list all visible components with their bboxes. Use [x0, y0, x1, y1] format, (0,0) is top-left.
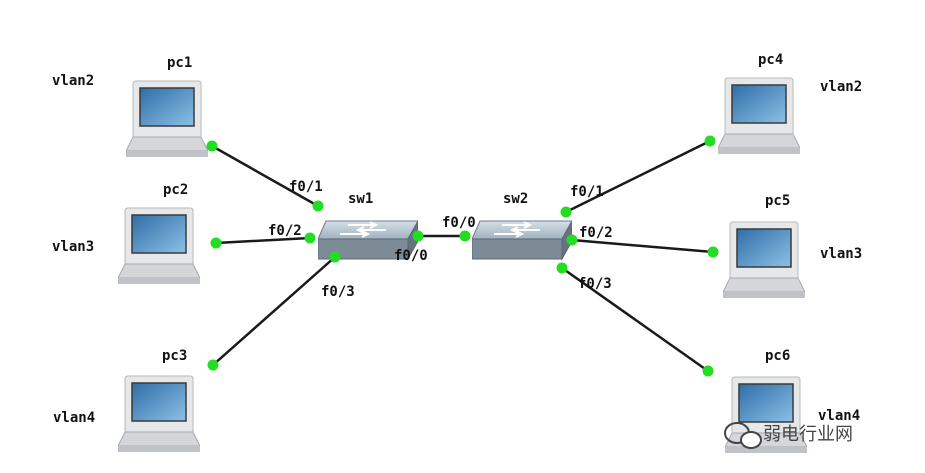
- wechat-icon: [724, 422, 762, 449]
- link-pc2-sw1: [215, 236, 311, 245]
- port-dot-sw2-f0-1: [560, 206, 572, 218]
- watermark: 弱电行业网: [724, 422, 853, 449]
- switch-label-sw1: sw1: [348, 191, 373, 207]
- port-dot-sw1-f0-2: [304, 232, 316, 244]
- vlan-label-pc2: vlan3: [52, 239, 94, 255]
- vlan-label-pc6: vlan4: [818, 408, 860, 424]
- port-label-sw2-f0-2: f0/2: [579, 225, 613, 241]
- link-pc3-sw1: [212, 256, 336, 366]
- pc-label-pc6: pc6: [765, 348, 790, 364]
- port-dot-sw1-f0-1: [312, 200, 324, 212]
- links-layer: [211, 139, 714, 373]
- pc-dot-pc5: [707, 246, 719, 258]
- port-label-sw2-f0-3: f0/3: [578, 276, 612, 292]
- pc-label-pc3: pc3: [162, 348, 187, 364]
- switch-label-sw2: sw2: [503, 191, 528, 207]
- laptop-icon-pc2[interactable]: [118, 207, 200, 285]
- pc-label-pc4: pc4: [758, 52, 783, 68]
- port-dot-sw1-f0-3: [329, 251, 341, 263]
- port-dot-sw2-f0-0: [459, 230, 471, 242]
- pc-label-pc5: pc5: [765, 193, 790, 209]
- nodes-layer: [118, 77, 807, 454]
- pc-dot-pc2: [210, 237, 222, 249]
- port-label-sw1-f0-3: f0/3: [321, 284, 355, 300]
- port-label-sw1-f0-1: f0/1: [289, 179, 323, 195]
- port-label-sw1-f0-2: f0/2: [268, 223, 302, 239]
- pc-dot-pc1: [206, 140, 218, 152]
- vlan-label-pc1: vlan2: [52, 73, 94, 89]
- pc-dot-pc3: [207, 359, 219, 371]
- pc-label-pc1: pc1: [167, 55, 192, 71]
- pc-label-pc2: pc2: [163, 182, 188, 198]
- vlan-label-pc5: vlan3: [820, 246, 862, 262]
- vlan-label-pc3: vlan4: [53, 410, 95, 426]
- laptop-icon-pc3[interactable]: [118, 375, 200, 453]
- port-label-sw2-f0-1: f0/1: [570, 184, 604, 200]
- link-pc1-sw1: [211, 144, 319, 208]
- endpoints-layer: [206, 135, 719, 377]
- labels-layer: pc1 vlan2 pc2 vlan3 pc3 vlan4 pc4 vlan2 pc5 vlan3…: [52, 52, 862, 426]
- laptop-icon-pc5[interactable]: [723, 221, 805, 299]
- link-pc5-sw2: [571, 238, 714, 254]
- port-label-sw2-f0-0: f0/0: [442, 215, 476, 231]
- pc-dot-pc4: [704, 135, 716, 147]
- switch-icon-sw2[interactable]: [472, 220, 572, 260]
- port-label-sw1-f0-0: f0/0: [394, 248, 428, 264]
- pc-dot-pc6: [702, 365, 714, 377]
- link-pc6-sw2: [561, 266, 709, 373]
- port-dot-sw2-f0-3: [556, 262, 568, 274]
- port-dot-sw1-f0-0: [412, 230, 424, 242]
- watermark-text: 弱电行业网: [763, 424, 853, 445]
- port-dot-sw2-f0-2: [566, 234, 578, 246]
- laptop-icon-pc4[interactable]: [718, 77, 800, 155]
- vlan-label-pc4: vlan2: [820, 79, 862, 95]
- link-pc4-sw2: [565, 139, 711, 214]
- laptop-icon-pc1[interactable]: [126, 80, 208, 158]
